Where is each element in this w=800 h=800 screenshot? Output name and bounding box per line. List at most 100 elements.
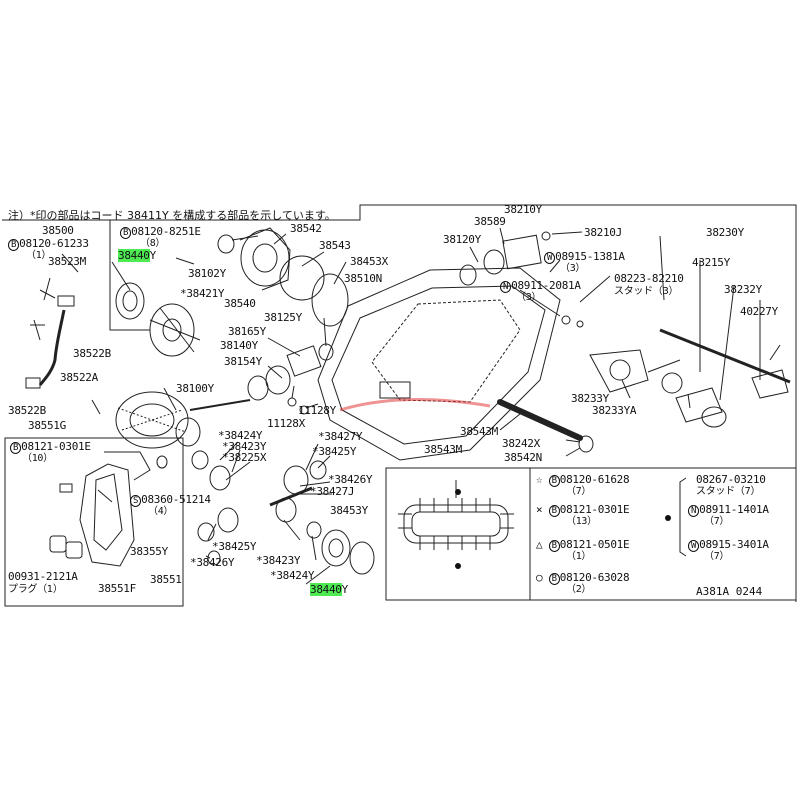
- symbol-b-icon: B: [548, 573, 560, 585]
- legend-right-washer-qty: （7）: [704, 551, 730, 562]
- label-stud-3: スタッド（3）: [614, 286, 679, 297]
- label-38589: 38589: [474, 215, 506, 228]
- qty-08120-61233: （1）: [26, 250, 52, 261]
- symbol-s-icon: S: [130, 495, 142, 507]
- watermark-swoosh: [339, 398, 491, 412]
- qty-08915-1381A: （3）: [560, 263, 586, 274]
- label-38165Y: 38165Y: [228, 325, 266, 338]
- label-40227Y: 40227Y: [740, 305, 778, 318]
- label-plug: プラグ（1）: [8, 584, 63, 595]
- label-38102Y: 38102Y: [188, 267, 226, 280]
- label-38540: 38540: [224, 297, 256, 310]
- symbol-b-icon: B: [548, 540, 560, 552]
- legend-markers: [455, 489, 671, 569]
- flange-38210Y: [502, 234, 542, 270]
- triangle-icon: △: [536, 538, 543, 551]
- label-38453Y: 38453Y: [330, 504, 368, 517]
- label-38232Y: 38232Y: [724, 283, 762, 296]
- label-38424Y-b: *38424Y: [270, 569, 315, 582]
- diff-carrier-housing: [317, 267, 561, 461]
- label-38421Y: *38421Y: [180, 287, 225, 300]
- label-38523M: 38523M: [48, 255, 86, 268]
- label-38225X: *38225X: [222, 451, 267, 464]
- symbol-w-icon: W: [544, 252, 556, 264]
- breather-tube: [497, 399, 583, 441]
- o-ring-38543: [279, 255, 325, 301]
- label-38426Y-a: *38426Y: [328, 473, 373, 486]
- label-38100Y: 38100Y: [176, 382, 214, 395]
- outer-frame-line: [2, 204, 797, 602]
- label-38423Y-b: *38423Y: [256, 554, 301, 567]
- circle-icon: ○: [536, 571, 543, 584]
- cross-icon: ×: [536, 503, 543, 516]
- qty-08911-2081A: （3）: [516, 292, 542, 303]
- legend-right-nut-qty: （7）: [704, 516, 730, 527]
- flange-38233YA: [675, 387, 723, 423]
- label-38427J: *38427J: [310, 485, 355, 498]
- label-38500: 38500: [42, 224, 74, 237]
- label-38522B-b: 38522B: [8, 404, 46, 417]
- symbol-b-icon: B: [8, 239, 20, 251]
- cover-box: [4, 437, 184, 607]
- qty-08120-8251E: （8）: [140, 238, 166, 249]
- gasket-38453X: [311, 273, 349, 327]
- label-38542N: 38542N: [504, 451, 542, 464]
- legend-box: [385, 467, 797, 601]
- diff-case: [149, 303, 195, 357]
- label-38426Y-b: *38426Y: [190, 556, 235, 569]
- label-38230Y: 38230Y: [706, 226, 744, 239]
- label-38355Y: 38355Y: [130, 545, 168, 558]
- label-38427Y: *38427Y: [318, 430, 363, 443]
- bearing-38440-right: [321, 529, 351, 567]
- label-38140Y: 38140Y: [220, 339, 258, 352]
- legend-row-4-qty: （2）: [566, 584, 592, 595]
- label-38510N: 38510N: [344, 272, 382, 285]
- legend-row-2-qty: （13）: [566, 516, 597, 527]
- label-38425Y-b: *38425Y: [212, 540, 257, 553]
- symbol-b-icon: B: [548, 505, 560, 517]
- label-38542: 38542: [290, 222, 322, 235]
- legend-right-stud-qty: スタッド（7）: [696, 486, 761, 497]
- label-38120Y: 38120Y: [443, 233, 481, 246]
- label-38551F: 38551F: [98, 582, 136, 595]
- symbol-w-icon: W: [688, 540, 700, 552]
- label-38125Y: 38125Y: [264, 311, 302, 324]
- label-38425Y-a: *38425Y: [312, 445, 357, 458]
- label-38233Y: 38233Y: [571, 392, 609, 405]
- star-icon: ☆: [536, 473, 543, 486]
- label-38551G: 38551G: [28, 419, 66, 432]
- label-38453X: 38453X: [350, 255, 388, 268]
- label-38210Y: 38210Y: [504, 203, 542, 216]
- symbol-n-icon: N: [688, 505, 700, 517]
- label-38210J: 38210J: [584, 226, 622, 239]
- legend-brace: [679, 477, 687, 557]
- label-38242X: 38242X: [502, 437, 540, 450]
- symbol-n-icon: N: [500, 281, 512, 293]
- label-38543M-b: 38543M: [424, 443, 462, 456]
- retainer-38233Y: [589, 349, 649, 393]
- label-38423Y-a: *38423Y: [222, 440, 267, 453]
- label-08223-82210: 08223-82210: [614, 272, 684, 285]
- label-38440-bottom: 38440Y: [310, 583, 348, 596]
- label-38551: 38551: [150, 573, 182, 586]
- qty-08360-51214: （4）: [148, 506, 174, 517]
- legend-row-1-qty: （7）: [566, 486, 592, 497]
- pinion-gear: [175, 417, 201, 447]
- label-38440-top: 38440Y: [118, 249, 156, 262]
- parts-note: 注）*印の部品はコード 38411Y を構成する部品を示しています。: [8, 209, 336, 222]
- label-38522A: 38522A: [60, 371, 98, 384]
- symbol-b-icon: B: [10, 442, 22, 454]
- label-00931-2121A: 00931-2121A: [8, 570, 78, 583]
- label-38154Y: 38154Y: [224, 355, 262, 368]
